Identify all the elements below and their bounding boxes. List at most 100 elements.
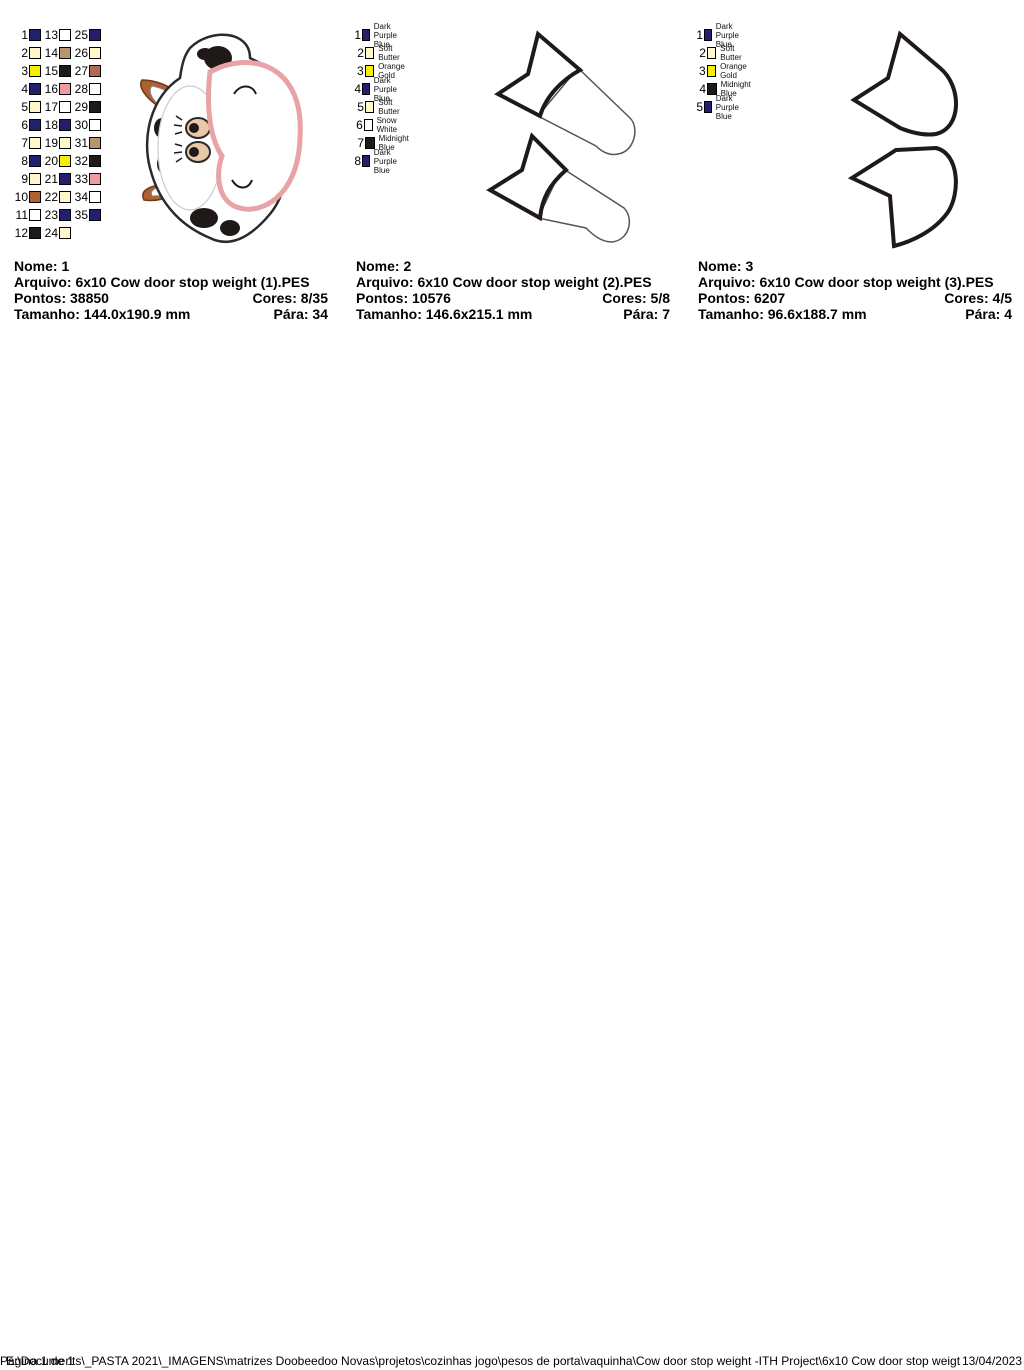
color-stop: 9 (12, 170, 41, 188)
stop-number: 1 (696, 28, 704, 42)
thread-color-name: Dark Purple Blue (373, 147, 397, 175)
color-stop: 15 (42, 62, 71, 80)
thread-color-name: Soft Butter (378, 44, 400, 62)
thread-color-name: Midnight Blue (720, 80, 751, 98)
horn-pair-design-preview (486, 30, 636, 243)
color-stop: 1 (12, 26, 41, 44)
color-stop: 8 Dark Purple Blue (352, 148, 408, 175)
color-stop: 34 (72, 188, 101, 206)
color-stop: 3 (12, 62, 41, 80)
file-path: E:\Documents\_PASTA 2021\_IMAGENS\matriz… (6, 1354, 961, 1368)
color-stop: 20 (42, 152, 71, 170)
stop-number: 20 (44, 154, 58, 168)
color-swatch (704, 101, 712, 113)
color-stop: 25 (72, 26, 101, 44)
color-swatch (89, 155, 101, 167)
stitch-count: Pontos: 10576 (356, 290, 451, 306)
design-name: Nome: 1 (14, 258, 70, 274)
color-stop: 18 (42, 116, 71, 134)
color-stop: 8 (12, 152, 41, 170)
color-stop: 1 Dark Purple Blue (694, 22, 750, 49)
color-swatch (706, 65, 717, 77)
color-swatch (59, 227, 71, 239)
color-count: Cores: 4/5 (944, 290, 1012, 306)
design-size: Tamanho: 146.6x215.1 mm (356, 306, 533, 322)
design-name: Nome: 2 (356, 258, 412, 274)
color-swatch (59, 173, 71, 185)
color-stop: 24 (42, 224, 71, 242)
color-swatch (364, 101, 375, 113)
thread-color-name: Soft Butter (720, 44, 742, 62)
design-name: Nome: 3 (698, 258, 754, 274)
stop-number: 12 (14, 226, 28, 240)
stop-number: 24 (44, 226, 58, 240)
stop-number: 1 (354, 28, 362, 42)
color-stop: 19 (42, 134, 71, 152)
thread-color-name: Dark Purple Blue (373, 75, 397, 103)
stop-number: 14 (44, 46, 58, 60)
thread-color-name: Soft Butter (378, 98, 400, 116)
stop-number: 32 (74, 154, 88, 168)
color-stop: 29 (72, 98, 101, 116)
ear-pair-design-preview (847, 30, 958, 249)
color-stop: 3 Orange Gold (352, 62, 412, 80)
color-stop: 17 (42, 98, 71, 116)
page-number: Página 1 de 1 (0, 1354, 75, 1368)
stop-number: 7 (357, 136, 365, 150)
stop-number: 3 (357, 64, 364, 78)
cow-face-design-preview (140, 33, 303, 244)
color-swatch (704, 29, 712, 41)
color-swatch (29, 137, 41, 149)
color-count: Cores: 8/35 (252, 290, 328, 306)
design-size: Tamanho: 96.6x188.7 mm (698, 306, 867, 322)
color-swatch (29, 191, 41, 203)
color-swatch (29, 47, 41, 59)
stop-number: 35 (74, 208, 88, 222)
color-stop: 4 (12, 80, 41, 98)
color-swatch (365, 137, 375, 149)
stop-number: 25 (74, 28, 88, 42)
color-stop: 6 (12, 116, 41, 134)
color-swatch (89, 137, 101, 149)
stop-number: 13 (44, 28, 58, 42)
thread-color-name: Orange Gold (378, 62, 405, 80)
color-stop: 21 (42, 170, 71, 188)
color-stop: 32 (72, 152, 101, 170)
ear-lower (847, 145, 958, 249)
stop-number: 22 (44, 190, 58, 204)
color-swatch (362, 155, 370, 167)
color-swatch (29, 119, 41, 131)
color-swatch (89, 173, 101, 185)
stop-number: 31 (74, 136, 88, 150)
color-stop: 35 (72, 206, 101, 224)
stop-number: 6 (356, 118, 363, 132)
stop-number: 8 (354, 154, 362, 168)
color-swatch (59, 209, 71, 221)
color-swatch (29, 29, 41, 41)
color-swatch (89, 47, 101, 59)
color-swatch (29, 209, 41, 221)
color-stop: 2 (12, 44, 41, 62)
stop-number: 3 (21, 64, 28, 78)
design-file: Arquivo: 6x10 Cow door stop weight (3).P… (698, 274, 994, 290)
stop-count: Pára: 4 (965, 306, 1012, 322)
horn-tip-lower (486, 132, 569, 222)
color-swatch (89, 191, 101, 203)
stop-number: 33 (74, 172, 88, 186)
color-swatch (89, 65, 101, 77)
stop-number: 30 (74, 118, 88, 132)
stop-number: 7 (21, 136, 28, 150)
color-stop: 33 (72, 170, 101, 188)
color-swatch (59, 101, 71, 113)
color-swatch (89, 29, 101, 41)
thread-color-name: Dark Purple Blue (715, 21, 739, 49)
stop-number: 34 (74, 190, 88, 204)
design-size: Tamanho: 144.0x190.9 mm (14, 306, 191, 322)
